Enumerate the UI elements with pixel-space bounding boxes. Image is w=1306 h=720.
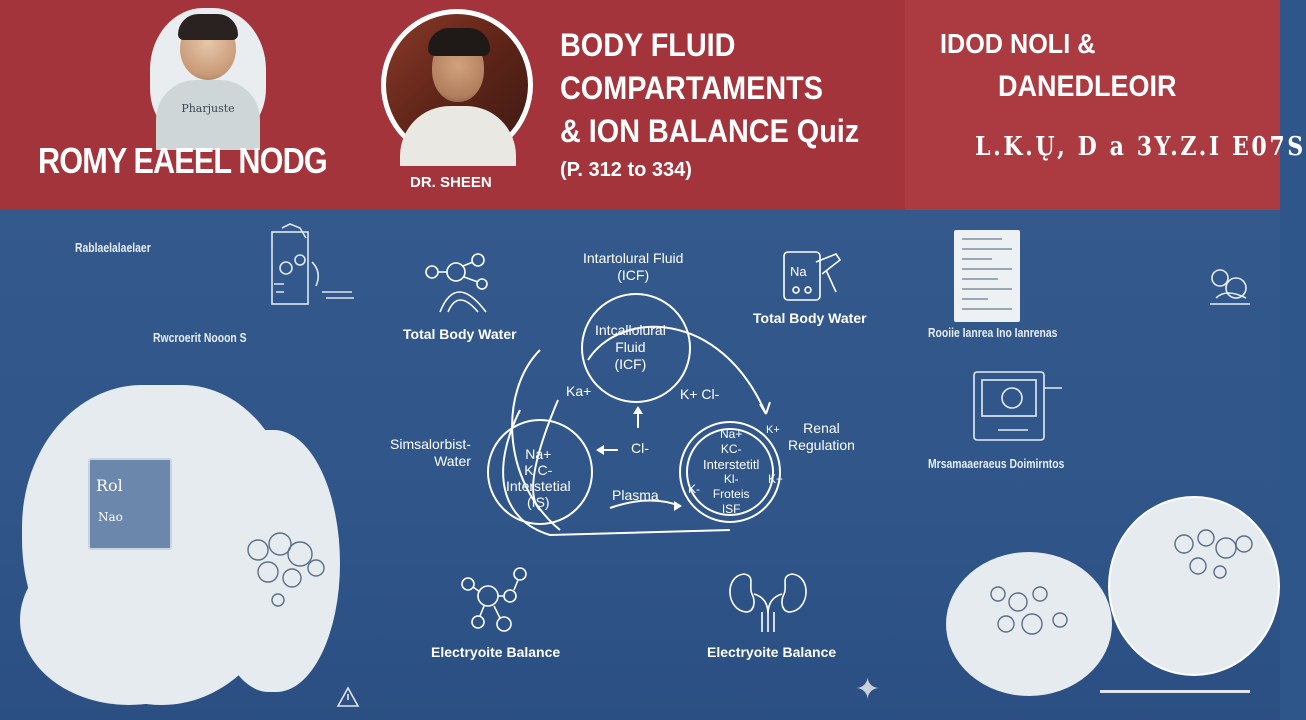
left-card-text-1: Rol (96, 476, 123, 495)
left-fluid-card: Rol Nao (88, 458, 172, 550)
cell-doodle-icon (1210, 269, 1250, 305)
isf-k-right-label: K+ (768, 472, 784, 486)
left-panel-label-top: Rablaelalaelaer (75, 240, 151, 255)
right-cell-blob-large (1108, 496, 1280, 676)
bottom-cycle-arc (502, 409, 731, 537)
kidney-icon (729, 573, 807, 632)
right-divider (1100, 690, 1250, 693)
isf-k-left-label: K- (688, 482, 700, 496)
warning-triangle-icon (336, 686, 360, 707)
sparkle-icon: ✦ (855, 673, 881, 706)
plasma-label: Plasma (612, 487, 659, 503)
right-header-line-1: IDOD NOLI & (940, 28, 1096, 59)
lab-flask-icon (271, 223, 354, 305)
compartment-cycle-diagram (487, 293, 781, 537)
right-panel-label-top: Rooiie Ianrea Ino Ianrenas (928, 325, 1058, 340)
isf-k-top-label: K+ (766, 424, 780, 436)
electrolyte-balance-right-label: Electryoite Balance (707, 644, 837, 660)
left-channel-title: ROMY EAEEL NODG (38, 140, 328, 181)
electrolyte-molecule-icon (461, 567, 527, 632)
title-line-1: BODY FLUID (560, 27, 736, 63)
doctor-name: DR. SHEEN (410, 174, 492, 191)
sodium-test-icon: Na (783, 251, 842, 301)
header-banner-right (905, 0, 1280, 210)
title-line-3: & ION BALANCE Quiz (560, 113, 860, 149)
total-body-water-left-label: Total Body Water (403, 326, 517, 342)
right-header-line-3: L.K.Ų, D a 3Y.Z.I E07S (975, 132, 1306, 162)
page-range: (P. 312 to 334) (560, 159, 692, 181)
left-side-label: Simsalorbist- Water (390, 436, 471, 469)
isf-circle (679, 421, 781, 523)
top-cycle-arc (587, 325, 767, 415)
avatar-shirt-text: Pharjuste (181, 102, 235, 115)
report-document-icon (954, 230, 1020, 322)
isf-circle-label: Na+ KC- Interstetitl Kl- Froteis ISF (703, 427, 760, 516)
icf-circle (581, 293, 691, 403)
is-circle-label: Na+ K C- Interstetial (IS) (506, 446, 571, 510)
outer-cycle-arc (511, 349, 561, 531)
left-avatar: Pharjuste (150, 8, 266, 150)
is-circle (487, 419, 593, 525)
isf-inner-circle (686, 428, 774, 516)
left-panel-label-mid: Rwcroerit Nooon S (153, 330, 247, 345)
right-panel-label-mid: Mrsamaaeraeus Doimirntos (928, 456, 1065, 471)
icf-top-label: Intartolural Fluid (ICF) (583, 250, 684, 283)
left-cell-blob-lower (20, 535, 238, 705)
body-water-molecule-icon (425, 253, 488, 313)
k-cl-label: K+ Cl- (680, 386, 720, 402)
total-body-water-right-label: Total Body Water (753, 310, 867, 326)
cl-label: Cl- (631, 440, 649, 456)
page-title: BODY FLUID COMPARTAMENTS & ION BALANCE Q… (560, 24, 859, 153)
right-cell-blob-small (946, 552, 1112, 696)
ka-label: Ka+ (566, 383, 592, 399)
left-card-text-2: Nao (98, 510, 123, 524)
lab-device-icon (973, 371, 1062, 441)
renal-regulation-label: Renal Regulation (788, 420, 855, 453)
right-molecule-cluster-large (1174, 529, 1253, 579)
doctor-avatar (381, 9, 533, 166)
sodium-label: Na (790, 264, 807, 279)
right-header-line-2: DANEDLEOIR (998, 70, 1177, 103)
molecule-cluster-icon (247, 532, 325, 607)
title-line-2: COMPARTAMENTS (560, 70, 823, 106)
icf-circle-label: Intcallolural Fluid (ICF) (595, 322, 666, 372)
electrolyte-balance-left-label: Electryoite Balance (431, 644, 561, 660)
right-molecule-cluster-small (990, 586, 1068, 635)
